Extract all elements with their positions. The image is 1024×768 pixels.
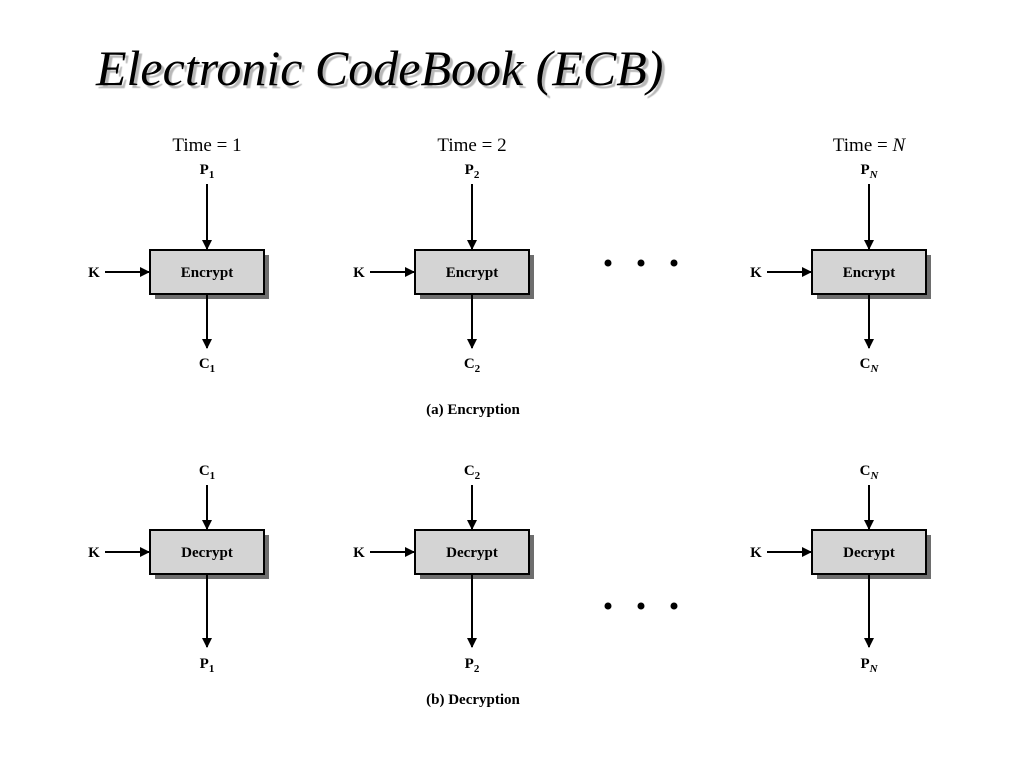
cipher-box: [414, 529, 530, 575]
plaintext-output-label: P2: [465, 656, 480, 675]
key-label: K: [88, 545, 100, 561]
decryption-ellipsis: [604, 602, 678, 610]
cipher-box-label: Encrypt: [843, 265, 896, 281]
plaintext-output-label: PN: [860, 656, 878, 675]
cipher-box: [811, 249, 927, 295]
ciphertext-input-label: CN: [860, 463, 880, 482]
encryption-ellipsis: [604, 259, 678, 267]
time-label-2: Time = 2: [437, 135, 506, 156]
time-label-1: Time = 1: [172, 135, 241, 156]
encryption-caption: (a) Encryption: [426, 402, 520, 418]
ciphertext-input-label: C1: [199, 463, 215, 482]
cipher-box-label: Decrypt: [446, 545, 498, 561]
plaintext-input-label: P1: [200, 162, 215, 181]
key-label: K: [88, 265, 100, 281]
plaintext-output-label: P1: [200, 656, 215, 675]
cipher-box-label: Decrypt: [843, 545, 895, 561]
cipher-box-label: Encrypt: [181, 265, 234, 281]
decrypt-block: CN Decrypt K PN: [750, 463, 931, 675]
cipher-box-label: Decrypt: [181, 545, 233, 561]
ciphertext-output-label: C1: [199, 356, 215, 375]
decryption-caption: (b) Decryption: [426, 692, 520, 708]
key-label: K: [353, 545, 365, 561]
encrypt-block: PN Encrypt K CN: [750, 162, 931, 375]
ciphertext-output-label: CN: [860, 356, 880, 375]
key-label: K: [750, 545, 762, 561]
cipher-box: [149, 529, 265, 575]
plaintext-input-label: P2: [465, 162, 480, 181]
ciphertext-output-label: C2: [464, 356, 481, 375]
slide-title: Electronic CodeBook (ECB): [96, 40, 664, 96]
plaintext-input-label: PN: [860, 162, 878, 181]
ciphertext-input-label: C2: [464, 463, 481, 482]
cipher-box: [811, 529, 927, 575]
time-label-n: Time = N: [833, 135, 907, 156]
key-label: K: [750, 265, 762, 281]
cipher-box: [149, 249, 265, 295]
key-label: K: [353, 265, 365, 281]
cipher-box-label: Encrypt: [446, 265, 499, 281]
cipher-box: [414, 249, 530, 295]
